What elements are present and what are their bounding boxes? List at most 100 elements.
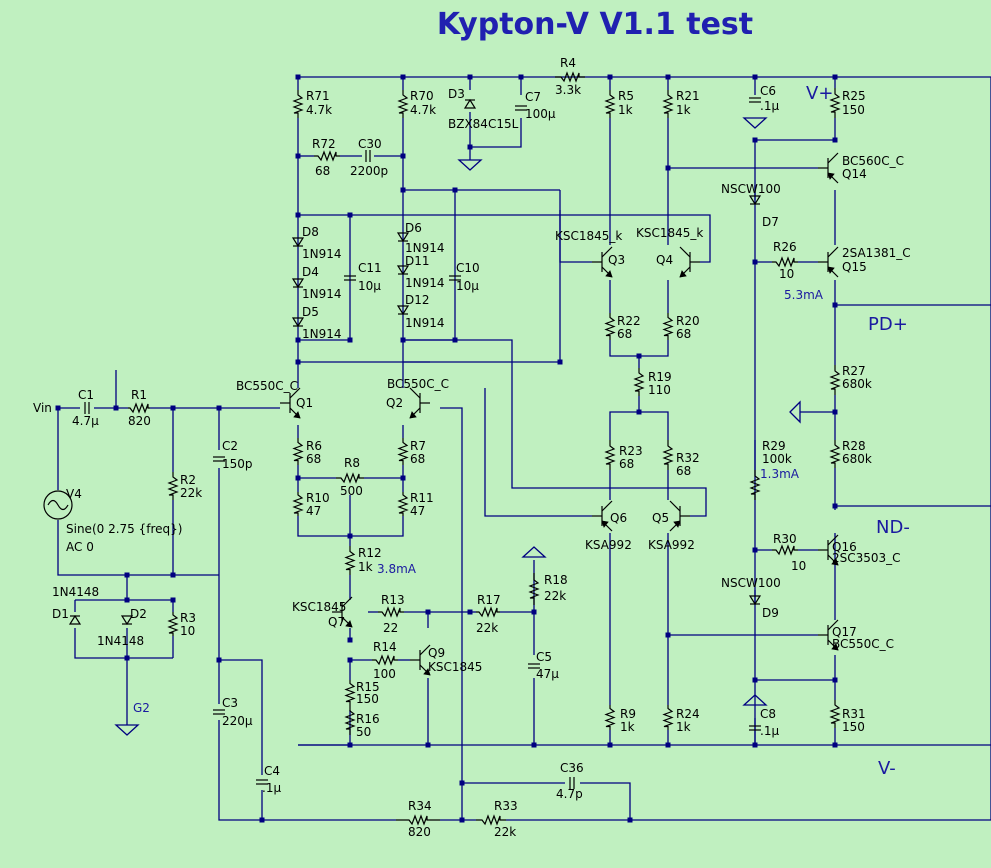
annotation-i-q15: 5.3mA — [784, 288, 824, 302]
junction-dot — [425, 742, 431, 748]
capacitor-c1 — [84, 402, 90, 414]
label-d3: D3 — [448, 87, 465, 101]
label-vin: Vin — [33, 401, 52, 415]
junction-dot — [347, 337, 353, 343]
junction-dot — [557, 359, 563, 365]
label-r27-val: 680k — [842, 377, 872, 391]
label-c7-val: 100µ — [525, 107, 556, 121]
label-r33-val: 22k — [494, 825, 516, 839]
label-r34-val: 820 — [408, 825, 431, 839]
label-r16: R16 — [356, 712, 380, 726]
annotation-g2: G2 — [133, 701, 150, 715]
label-r18-val: 22k — [544, 589, 566, 603]
label-r70: R70 — [410, 89, 434, 103]
label-q6: Q6 — [610, 511, 627, 525]
resistor-r14 — [372, 654, 398, 666]
label-r1-val: 820 — [128, 414, 151, 428]
capacitor-c5 — [528, 663, 540, 669]
label-q17-model: BC550C_C — [832, 637, 894, 651]
label-r26: R26 — [773, 240, 797, 254]
diode-d12 — [396, 305, 410, 316]
junction-dot — [295, 359, 301, 365]
resistor-r8 — [336, 472, 364, 484]
label-q9: Q9 — [428, 646, 445, 660]
ground-c6 — [742, 117, 768, 129]
junction-dot — [170, 597, 176, 603]
label-q3-model: KSC1845_k — [555, 229, 622, 243]
junction-dot — [607, 74, 613, 80]
resistor-r28 — [829, 440, 841, 468]
label-r9-val: 1k — [620, 720, 635, 734]
junction-dot — [665, 742, 671, 748]
resistor-r5 — [604, 90, 616, 118]
resistor-r29 — [749, 470, 761, 500]
label-q5: Q5 — [652, 511, 669, 525]
label-r32-val: 68 — [676, 464, 691, 478]
net-label-ndminus: ND- — [876, 517, 910, 538]
resistor-r72 — [314, 150, 340, 162]
resistor-r2 — [167, 472, 179, 500]
label-q5-model: KSA992 — [648, 538, 695, 552]
capacitor-c36 — [569, 777, 575, 789]
label-v4-val: Sine(0 2.75 {freq}) — [66, 522, 182, 536]
junction-dot — [459, 780, 465, 786]
label-r9: R9 — [620, 707, 636, 721]
label-q7-model: KSC1845 — [292, 600, 346, 614]
label-d12-val: 1N914 — [405, 316, 445, 330]
junction-dot — [170, 405, 176, 411]
label-d5-val: 1N914 — [302, 327, 342, 341]
label-r5-val: 1k — [618, 103, 633, 117]
label-r12-val: 1k — [358, 560, 373, 574]
label-c36: C36 — [560, 761, 584, 775]
label-d2-model: 1N4148 — [97, 634, 144, 648]
junction-dot — [400, 153, 406, 159]
net-label-vminus: V- — [878, 758, 896, 779]
junction-dot — [467, 74, 473, 80]
label-q14: Q14 — [842, 167, 867, 181]
resistor-r21 — [662, 90, 674, 118]
resistor-r24 — [662, 705, 674, 730]
junction-dot — [124, 572, 130, 578]
resistor-r3 — [167, 612, 179, 636]
junction-dot — [113, 405, 119, 411]
label-r70-val: 4.7k — [410, 103, 436, 117]
resistor-r11 — [397, 492, 409, 516]
junction-dot — [636, 353, 642, 359]
wire — [559, 190, 592, 263]
label-r14: R14 — [373, 640, 397, 654]
label-c4: C4 — [264, 764, 280, 778]
label-r71-val: 4.7k — [306, 103, 332, 117]
label-r5: R5 — [618, 89, 634, 103]
junction-dot — [467, 609, 473, 615]
label-r30: R30 — [773, 532, 797, 546]
resistor-r6 — [292, 438, 304, 465]
resistor-r30 — [772, 544, 798, 556]
label-q1: Q1 — [296, 396, 313, 410]
label-r23-val: 68 — [619, 457, 634, 471]
label-c1: C1 — [78, 388, 94, 402]
label-r4-val: 3.3k — [555, 83, 581, 97]
led-d9 — [748, 595, 762, 606]
label-d6: D6 — [405, 221, 422, 235]
net-label-pdplus: PD+ — [868, 314, 908, 335]
diode-d8 — [291, 237, 305, 248]
resistor-r12 — [344, 546, 356, 575]
junction-dot — [752, 74, 758, 80]
label-c5-val: 47µ — [536, 667, 559, 681]
label-c2-val: 150p — [222, 457, 253, 471]
junction-dot — [400, 337, 406, 343]
resistor-r25 — [829, 88, 841, 118]
junction-dot — [216, 657, 222, 663]
label-c30: C30 — [358, 137, 382, 151]
label-d5: D5 — [302, 305, 319, 319]
label-d1-model: 1N4148 — [52, 585, 99, 599]
junction-dot — [400, 74, 406, 80]
junction-dot — [752, 547, 758, 553]
label-r8-val: 500 — [340, 484, 363, 498]
label-d11-val: 1N914 — [405, 276, 445, 290]
wire — [484, 388, 592, 517]
wire — [469, 112, 522, 148]
resistor-r19 — [633, 368, 645, 396]
label-c7: C7 — [525, 90, 541, 104]
